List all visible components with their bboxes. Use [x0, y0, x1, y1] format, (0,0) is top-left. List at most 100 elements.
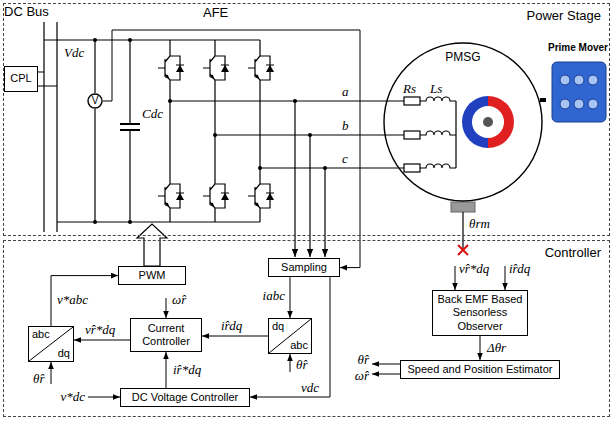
resistor-symbol [404, 97, 420, 105]
process-box: Sampling [268, 258, 340, 277]
box-text: Speed and Position Estimator [408, 363, 553, 376]
igbt-leg [203, 40, 229, 222]
signal-connector [202, 336, 268, 337]
signal-stub [455, 266, 456, 290]
engine-cylinder [574, 99, 584, 109]
bus-name: DC Bus [4, 4, 49, 19]
engine-illustration [552, 62, 606, 122]
junction-dot [323, 166, 327, 170]
resistor-symbol [404, 97, 420, 172]
junction-dot [128, 220, 132, 224]
engine-cylinder [560, 75, 570, 85]
signal-name: Δθr [486, 340, 507, 356]
signal-name: Vdc [64, 45, 84, 61]
process-box: Back EMF Based Sensorless Observer [432, 290, 528, 336]
converter-name: AFE [203, 5, 228, 20]
junction-dot [213, 133, 217, 137]
transform-box: abcdq [28, 326, 74, 362]
signal-stub [372, 364, 400, 365]
node-name: Prime Mover [547, 42, 609, 53]
dc-bus-wire [38, 22, 260, 232]
process-box: Current Controller [130, 318, 202, 352]
machine-circle: PMSG [383, 42, 543, 202]
node-name: V [87, 93, 103, 109]
signal-name: θ̂r [358, 352, 369, 368]
igbt-leg [158, 40, 184, 222]
phase-name: c [342, 151, 348, 167]
signal-stub [88, 397, 120, 398]
diagonal-divider [29, 327, 73, 361]
signal-name: ir̂dq [509, 261, 530, 277]
current-tap [309, 135, 310, 257]
signal-stub [166, 298, 167, 318]
junction-dot [293, 99, 297, 103]
rotor-symbol [462, 96, 514, 148]
phase-wire [170, 97, 456, 257]
prime-mover: Prime Mover [546, 42, 610, 126]
junction-dot [308, 133, 312, 137]
signal-name: v*abc [56, 292, 89, 308]
box-text: Current Controller [135, 322, 197, 348]
junction-dot [93, 220, 97, 224]
signal-name: v*dc [60, 389, 85, 405]
voltmeter-circle: V [87, 93, 103, 109]
signal-name: ir̂dq [220, 318, 243, 334]
box-text: Sampling [281, 261, 327, 274]
signal-name: θ̂r [296, 357, 307, 373]
frame-name: abc [290, 339, 308, 352]
igbt-leg [248, 40, 274, 222]
signal-name: iabc [262, 288, 286, 304]
signal-stub [505, 266, 506, 290]
phase-wire [170, 97, 456, 168]
capacitor-symbol [120, 124, 140, 130]
rotor-shaft [483, 117, 493, 127]
signal-name: θrm [469, 216, 490, 232]
phase-name: b [342, 118, 349, 134]
junction-dot [93, 38, 327, 224]
signal-name: vdc [300, 380, 320, 396]
transform-box: dqabc [268, 318, 312, 354]
phase-name: a [342, 84, 349, 100]
rotor-core [472, 106, 504, 138]
resistor-symbol [404, 164, 420, 172]
part-name: Cdc [142, 106, 163, 122]
box-text: Back EMF Based Sensorless Observer [437, 293, 523, 333]
junction-dot [128, 38, 132, 42]
signal-connector [166, 352, 167, 388]
frame-name: dq [272, 320, 284, 333]
signal-connector [250, 277, 330, 397]
frame-name: dq [58, 347, 70, 360]
engine-cylinder [574, 75, 584, 85]
part-name: Ls [430, 81, 442, 97]
box-text: CPL [10, 72, 31, 85]
dc-bus-wire [38, 22, 260, 232]
region-panel: Power StageCPL V PMSG Prime Mover [3, 3, 610, 236]
process-box: DC Voltage Controller [120, 388, 250, 407]
signal-connector [74, 340, 130, 341]
signal-connector [51, 276, 118, 326]
position-sensor [451, 202, 475, 212]
engine-cylinder [588, 75, 598, 85]
signal-stub [51, 362, 52, 384]
signal-connector [480, 336, 481, 360]
signal-connector [540, 98, 546, 102]
process-box: PWM [118, 266, 186, 285]
process-box: Speed and Position Estimator [400, 360, 560, 379]
engine-cylinder [560, 99, 570, 109]
sensor-wire [462, 212, 463, 250]
resistor-symbol [404, 131, 420, 139]
circle-outline [383, 42, 543, 202]
signal-stub [372, 374, 400, 375]
node-name: PMSG [383, 50, 543, 65]
signal-name: vr̂*dq [459, 261, 489, 277]
box-text: DC Voltage Controller [132, 391, 238, 404]
circle-outline [384, 43, 542, 201]
frame-name: abc [32, 328, 50, 341]
current-tap [324, 168, 325, 257]
region-title: Controller [545, 245, 601, 260]
circle-outline [88, 94, 102, 108]
capacitor-symbol [120, 40, 140, 222]
engine-illustration [552, 62, 606, 122]
signal-name: ω̂r [172, 292, 186, 308]
region-title: Power Stage [527, 8, 601, 23]
